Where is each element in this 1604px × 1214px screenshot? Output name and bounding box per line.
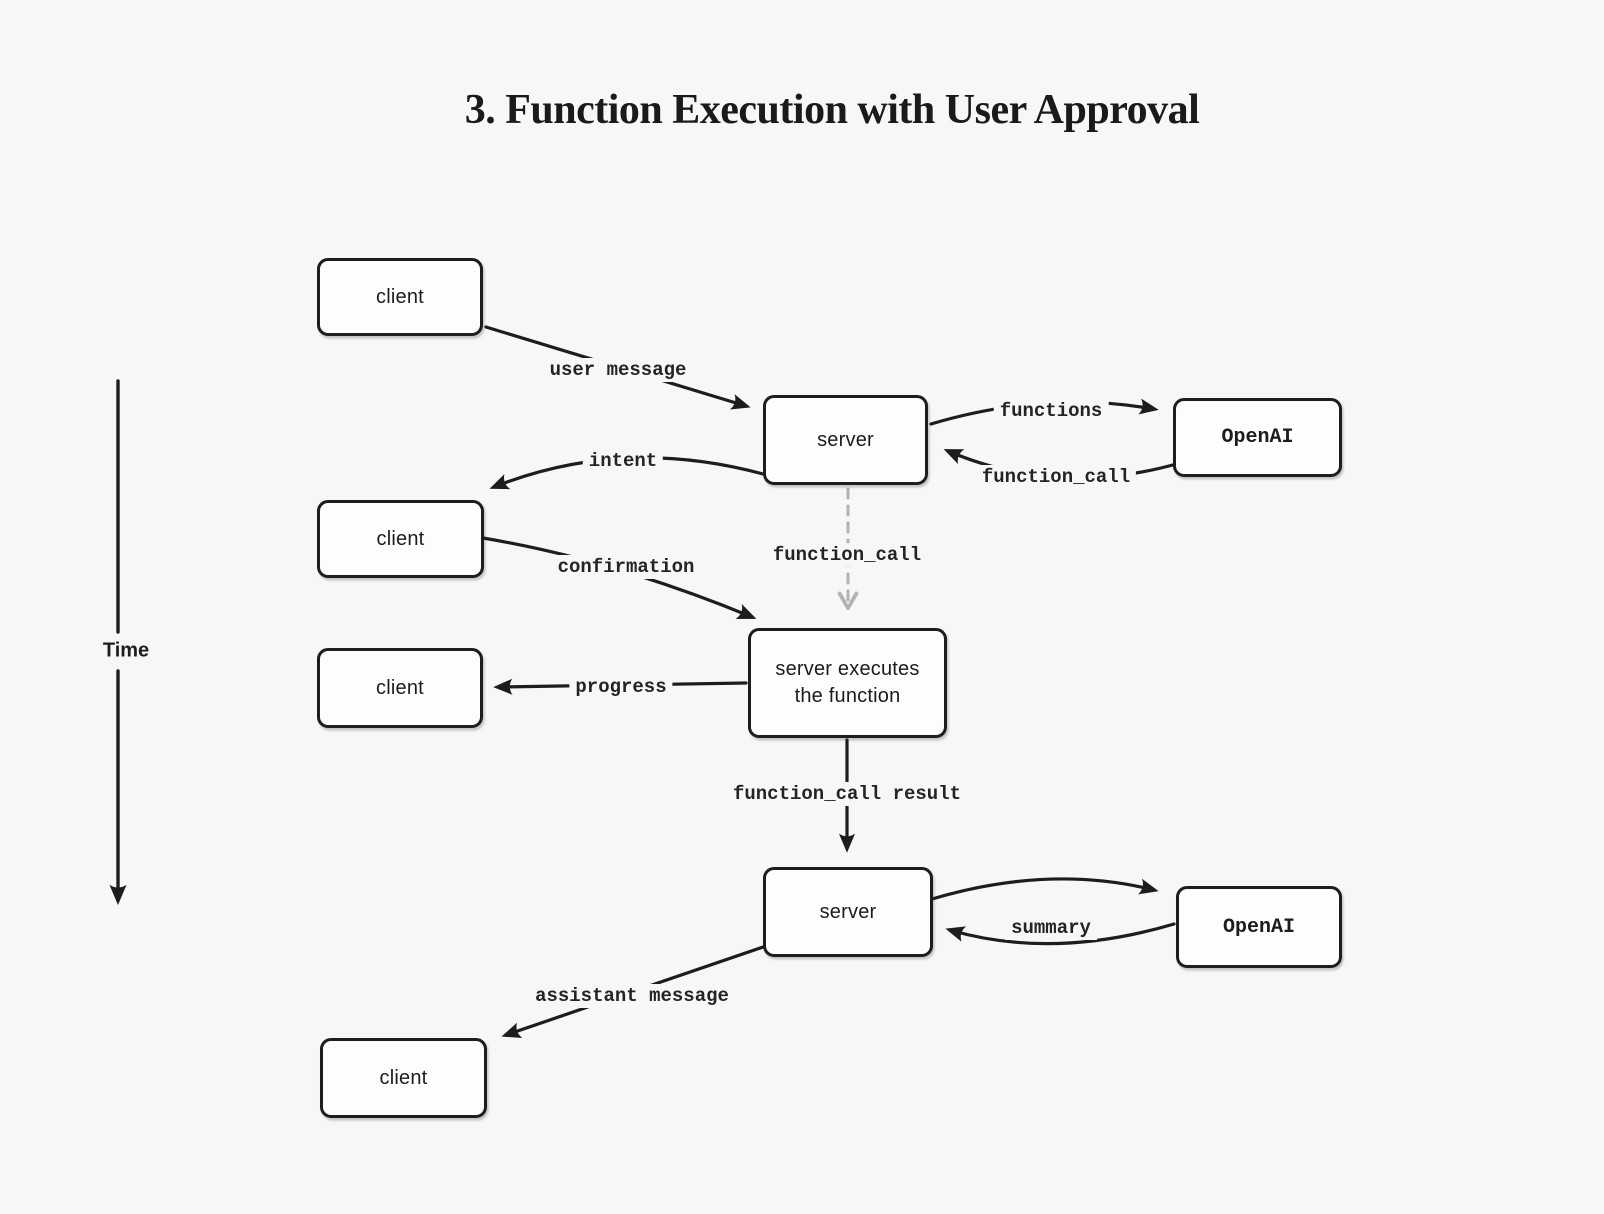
diagram-title: 3. Function Execution with User Approval	[464, 87, 1200, 133]
node-label: OpenAI	[1221, 426, 1294, 449]
node-client-1: client	[317, 258, 483, 336]
node-label: client	[376, 527, 425, 550]
node-client-4: client	[320, 1038, 487, 1118]
node-label: client	[376, 676, 424, 699]
node-openai-1: OpenAI	[1173, 398, 1342, 477]
node-label: OpenAI	[1222, 915, 1295, 939]
node-server-1: server	[763, 395, 928, 485]
edge-label-function-call-result: function_call result	[726, 782, 968, 806]
node-openai-2: OpenAI	[1176, 886, 1342, 968]
edge-label-user-message: user message	[543, 358, 693, 382]
edge-label-function-call-openai: function_call	[975, 465, 1137, 489]
node-label: server	[819, 900, 877, 923]
edge-label-confirmation: confirmation	[551, 555, 701, 579]
edge-label-function-call-dashed: function_call	[766, 543, 928, 567]
node-server-executes-function: server executes the function	[748, 628, 947, 738]
edge-label-progress: progress	[569, 675, 673, 699]
edge-label-functions: functions	[993, 399, 1109, 423]
node-label: client	[379, 1066, 428, 1089]
node-label: server executes the function	[775, 658, 920, 707]
arrow-summary-response	[945, 922, 1176, 946]
node-label: server	[817, 428, 874, 451]
node-server-2: server	[763, 867, 933, 957]
time-axis-label: Time	[98, 638, 154, 664]
node-label: client	[376, 285, 424, 308]
node-client-3: client	[317, 648, 483, 728]
node-client-2: client	[317, 500, 484, 578]
edge-label-summary: summary	[1005, 916, 1097, 940]
edge-label-assistant-message: assistant message	[529, 984, 735, 1008]
edge-label-intent: intent	[582, 449, 664, 473]
arrow-summary-request	[930, 877, 1159, 901]
